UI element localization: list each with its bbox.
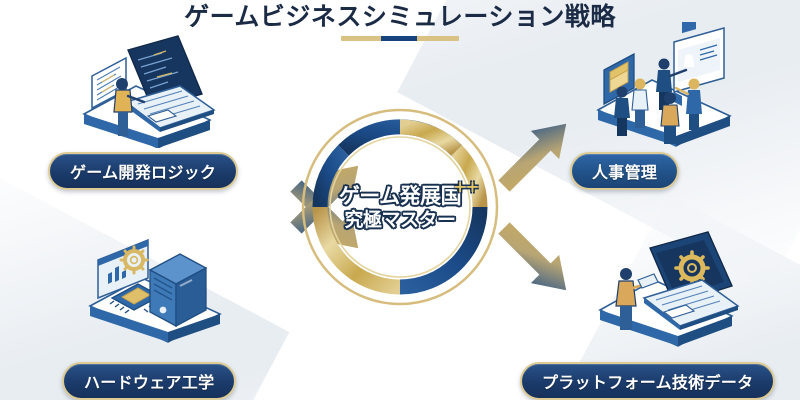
ring-arc-top-right-gold <box>399 119 462 156</box>
page-title: ゲームビジネスシミュレーション戦略 <box>184 2 616 31</box>
branch-label-platform-technical-data[interactable]: プラットフォーム技術データ <box>520 362 776 400</box>
ring-arc-right-upper-gold <box>451 145 488 208</box>
divider-segment-navy <box>381 36 417 41</box>
branch-label-text: ハードウェア工学 <box>84 373 215 392</box>
illustration-platform-technical-data <box>582 228 752 348</box>
ring-arc-left-navy <box>312 145 349 208</box>
arrow-down-right <box>498 222 567 291</box>
illustration-game-development-logic <box>62 28 232 148</box>
divider-segment-gold-left <box>341 36 381 41</box>
center-ring: ゲーム発展国 ++ 究極マスター <box>298 105 502 309</box>
laptop-code-icon <box>82 35 216 148</box>
server-cpu-icon <box>88 238 222 343</box>
title-block: ゲームビジネスシミュレーション戦略 <box>0 2 800 41</box>
title-divider <box>341 36 459 41</box>
branch-label-hardware-engineering[interactable]: ハードウェア工学 <box>62 362 237 400</box>
illustration-hardware-engineering <box>72 226 242 346</box>
branch-label-text: 人事管理 <box>592 163 658 182</box>
ring-inner-gold <box>329 136 471 278</box>
arrow-up-right <box>498 123 567 192</box>
branch-label-text: プラットフォーム技術データ <box>542 373 754 392</box>
branch-label-game-development-logic[interactable]: ゲーム開発ロジック <box>48 152 239 190</box>
ring-outer-gold <box>301 108 499 306</box>
branch-label-text: ゲーム開発ロジック <box>70 163 217 182</box>
branch-label-human-resource-management[interactable]: 人事管理 <box>570 152 680 190</box>
divider-segment-gold-right <box>417 36 459 41</box>
laptop-gear-icon <box>598 231 740 347</box>
